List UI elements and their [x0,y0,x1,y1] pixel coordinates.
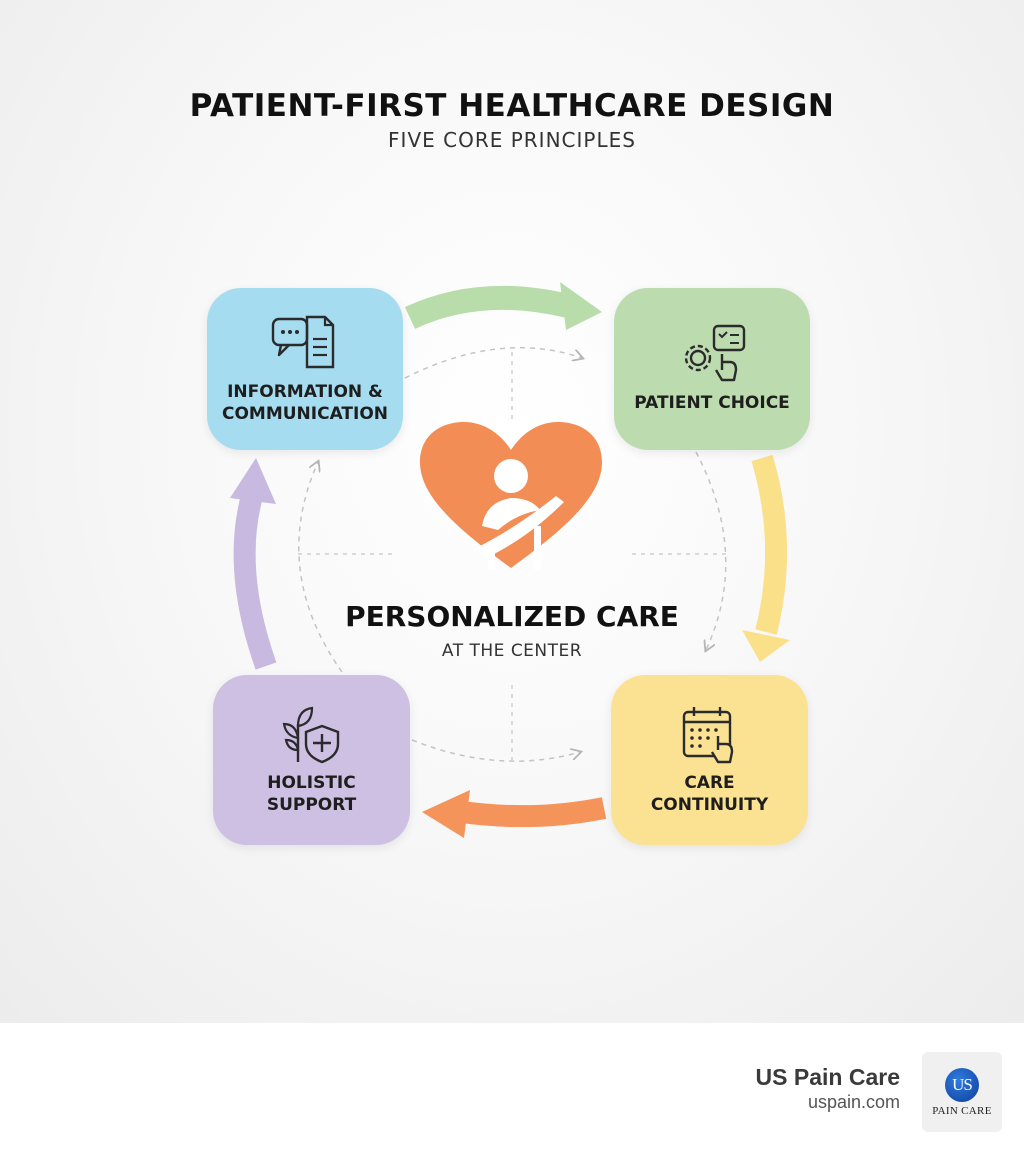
calendar-hand-icon [682,707,733,764]
page-title: PATIENT-FIRST HEALTHCARE DESIGN [189,88,835,124]
dashed-arc-top [404,346,582,379]
principle-holistic-support: HOLISTIC SUPPORT [213,675,410,845]
principle-care-continuity: CARE CONTINUITY [611,675,808,845]
heart-person-icon [420,422,602,570]
logo-caption: PAIN CARE [932,1104,992,1117]
principle-label: INFORMATION & COMMUNICATION [221,382,389,424]
principle-label: HOLISTIC SUPPORT [266,773,357,815]
dashed-arc-left [298,462,343,673]
brand-name: US Pain Care [755,1064,900,1090]
leaf-shield-icon [282,706,339,764]
arrow-orange [422,790,607,838]
footer-bar [0,1023,1024,1154]
center-title: PERSONALIZED CARE [345,600,679,633]
page-subtitle: FIVE CORE PRINCIPLES [388,128,636,152]
dashed-arc-bottom [411,739,580,762]
principle-information-communication: INFORMATION & COMMUNICATION [207,288,403,450]
principle-label: CARE CONTINUITY [650,773,769,815]
diagram-canvas: PATIENT-FIRST HEALTHCARE DESIGN FIVE COR… [0,0,1024,1023]
gear-checklist-hand-icon [684,324,746,382]
brand-url[interactable]: uspain.com [807,1092,900,1112]
principle-patient-choice: PATIENT CHOICE [614,288,810,450]
arrow-yellow [742,454,790,662]
principle-label: PATIENT CHOICE [634,393,790,413]
logo-mark: US [945,1067,979,1102]
connector-layer [230,282,790,838]
center-subtitle: AT THE CENTER [441,641,583,661]
arrow-purple [230,458,277,670]
dashed-arc-right [695,451,727,650]
brand-logo: US PAIN CARE [922,1052,1002,1132]
arrow-green [404,282,602,330]
chat-document-icon [271,315,335,369]
